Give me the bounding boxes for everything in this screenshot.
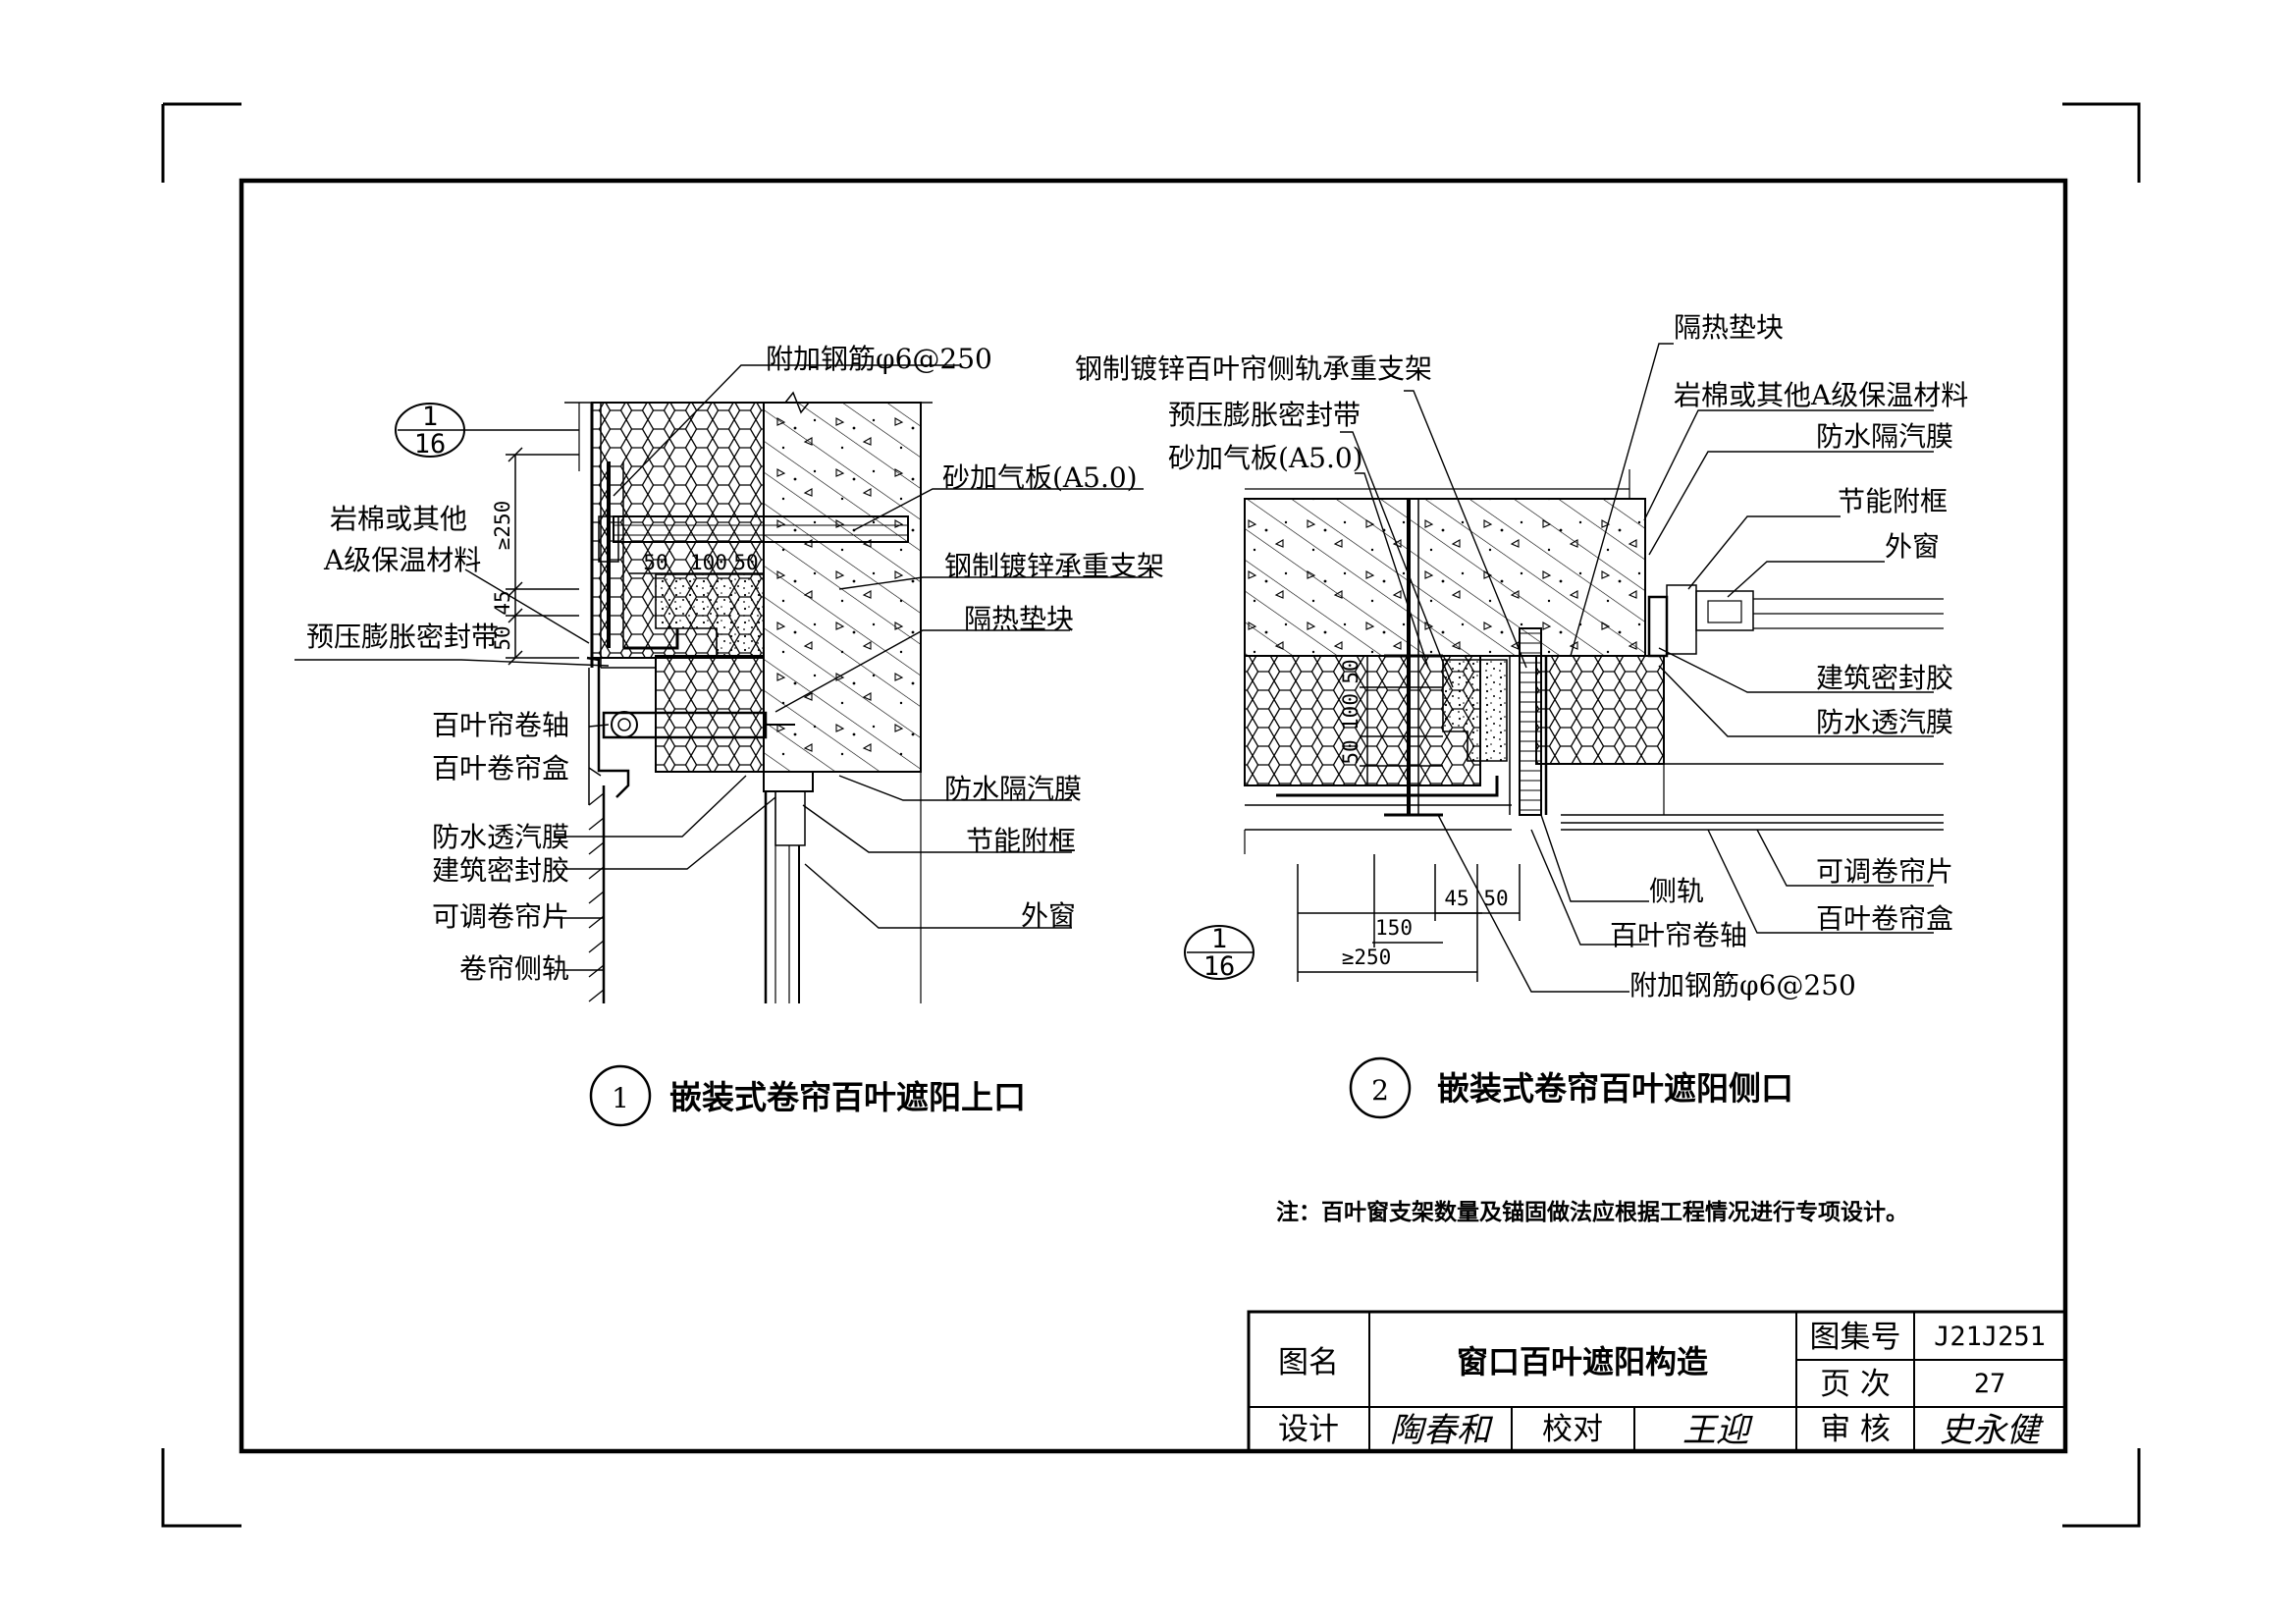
d2-dim-250: ≥250 bbox=[1342, 946, 1392, 969]
d1-label-rockwool-1: 岩棉或其他 bbox=[330, 503, 467, 535]
d1-label-roller-axle: 百叶帘卷轴 bbox=[432, 709, 569, 741]
note-text: 注：百叶窗支架数量及锚固做法应根据工程情况进行专项设计。 bbox=[1276, 1199, 1908, 1225]
detail-1-section bbox=[564, 391, 933, 1003]
tb-design-signature: 陶春和 bbox=[1390, 1411, 1494, 1450]
d2-dim-50-b: 50 bbox=[1339, 739, 1362, 764]
d1-label-sealant: 建筑密封胶 bbox=[432, 854, 569, 887]
d2-label-sub-frame: 节能附框 bbox=[1838, 485, 1948, 517]
d1-label-rockwool-2: A级保温材料 bbox=[323, 544, 481, 576]
d1-dim-50-a: 50 bbox=[643, 551, 667, 574]
tb-page-label: 页 次 bbox=[1820, 1367, 1891, 1402]
d2-leaders bbox=[1340, 343, 1934, 993]
d1-ref-den: 16 bbox=[414, 429, 447, 460]
tb-page-value: 27 bbox=[1974, 1369, 2006, 1399]
d2-label-thermal-pad: 隔热垫块 bbox=[1674, 311, 1784, 344]
d1-dim-45: 45 bbox=[491, 590, 514, 615]
d2-label-window: 外窗 bbox=[1885, 530, 1940, 563]
d1-label-rebar: 附加钢筋φ6@250 bbox=[766, 343, 992, 375]
d2-title: 嵌装式卷帘百叶遮阳侧口 bbox=[1437, 1069, 1793, 1108]
title-block bbox=[1247, 1310, 2067, 1453]
d1-title: 嵌装式卷帘百叶遮阳上口 bbox=[669, 1078, 1026, 1116]
d2-label-rebar: 附加钢筋φ6@250 bbox=[1629, 969, 1856, 1001]
d2-label-sealant: 建筑密封胶 bbox=[1816, 662, 1953, 694]
d1-label-roller-box: 百叶卷帘盒 bbox=[432, 752, 569, 784]
d2-dim-100: 100 bbox=[1339, 693, 1362, 730]
tb-atlas-value: J21J251 bbox=[1934, 1322, 2046, 1352]
d1-label-slats: 可调卷帘片 bbox=[432, 900, 569, 933]
detail-1-dimensions bbox=[506, 447, 764, 666]
detail-2-section bbox=[1244, 469, 1944, 854]
d2-label-vapor-barrier: 防水隔汽膜 bbox=[1816, 420, 1953, 453]
tb-atlas-label: 图集号 bbox=[1810, 1320, 1901, 1355]
d1-label-side-rail: 卷帘侧轨 bbox=[459, 952, 569, 985]
tb-review-label: 审 核 bbox=[1820, 1412, 1891, 1447]
crop-marks bbox=[161, 102, 2141, 1528]
d1-ref-num: 1 bbox=[422, 402, 438, 432]
d1-number: 1 bbox=[612, 1082, 629, 1114]
d2-label-roller-axle: 百叶帘卷轴 bbox=[1610, 919, 1747, 951]
tb-name-label: 图名 bbox=[1278, 1345, 1339, 1380]
d1-number-circle bbox=[589, 1064, 652, 1127]
d2-label-seal-tape: 预压膨胀密封带 bbox=[1168, 399, 1361, 431]
d2-ref-bubble: 1 16 bbox=[1184, 924, 1255, 982]
d2-dim-150: 150 bbox=[1375, 916, 1413, 940]
d1-dim-100: 100 bbox=[690, 551, 727, 574]
d2-dim-45: 45 bbox=[1444, 887, 1468, 910]
d1-label-vapor-barrier: 防水隔汽膜 bbox=[944, 773, 1082, 805]
d1-dim-250: ≥250 bbox=[491, 501, 514, 551]
d2-label-aerated: 砂加气板(A5.0) bbox=[1168, 442, 1363, 474]
d2-dim-50-c: 50 bbox=[1483, 887, 1508, 910]
d2-label-rockwool: 岩棉或其他A级保温材料 bbox=[1674, 379, 1968, 411]
d2-number-circle bbox=[1349, 1056, 1412, 1119]
d1-dim-50-b: 50 bbox=[733, 551, 758, 574]
d2-label-rail-bracket: 钢制镀锌百叶帘侧轨承重支架 bbox=[1075, 352, 1432, 385]
tb-review-signature: 史永健 bbox=[1940, 1411, 2044, 1450]
tb-check-signature: 王迎 bbox=[1682, 1411, 1753, 1450]
d1-label-window: 外窗 bbox=[1021, 899, 1076, 932]
d2-ref-num: 1 bbox=[1211, 924, 1227, 954]
d2-label-roller-box: 百叶卷帘盒 bbox=[1816, 902, 1953, 935]
d1-dim-50-v: 50 bbox=[491, 625, 514, 650]
d1-label-seal-tape: 预压膨胀密封带 bbox=[306, 621, 499, 653]
inner-border bbox=[239, 178, 2068, 1454]
d1-label-thermal-pad: 隔热垫块 bbox=[964, 603, 1074, 635]
d1-label-sub-frame: 节能附框 bbox=[966, 825, 1076, 857]
d1-ref-bubble: 1 16 bbox=[395, 402, 579, 460]
d1-label-steel-bracket: 钢制镀锌承重支架 bbox=[944, 550, 1164, 582]
detail-2-dimensions bbox=[1297, 655, 1521, 982]
tb-check-label: 校对 bbox=[1542, 1412, 1603, 1447]
d2-label-side-rail: 侧轨 bbox=[1649, 875, 1704, 907]
d2-number: 2 bbox=[1371, 1074, 1389, 1107]
d2-label-slats: 可调卷帘片 bbox=[1816, 855, 1953, 888]
d2-ref-den: 16 bbox=[1203, 951, 1236, 982]
d1-label-breathable: 防水透汽膜 bbox=[432, 821, 569, 853]
tb-name-value: 窗口百叶遮阳构造 bbox=[1457, 1343, 1708, 1380]
d1-leaders bbox=[294, 364, 1153, 971]
d1-label-aerated: 砂加气板(A5.0) bbox=[942, 461, 1138, 494]
d2-dim-50-a: 50 bbox=[1339, 659, 1362, 683]
tb-design-label: 设计 bbox=[1278, 1412, 1339, 1447]
d2-label-breathable: 防水透汽膜 bbox=[1816, 706, 1953, 738]
